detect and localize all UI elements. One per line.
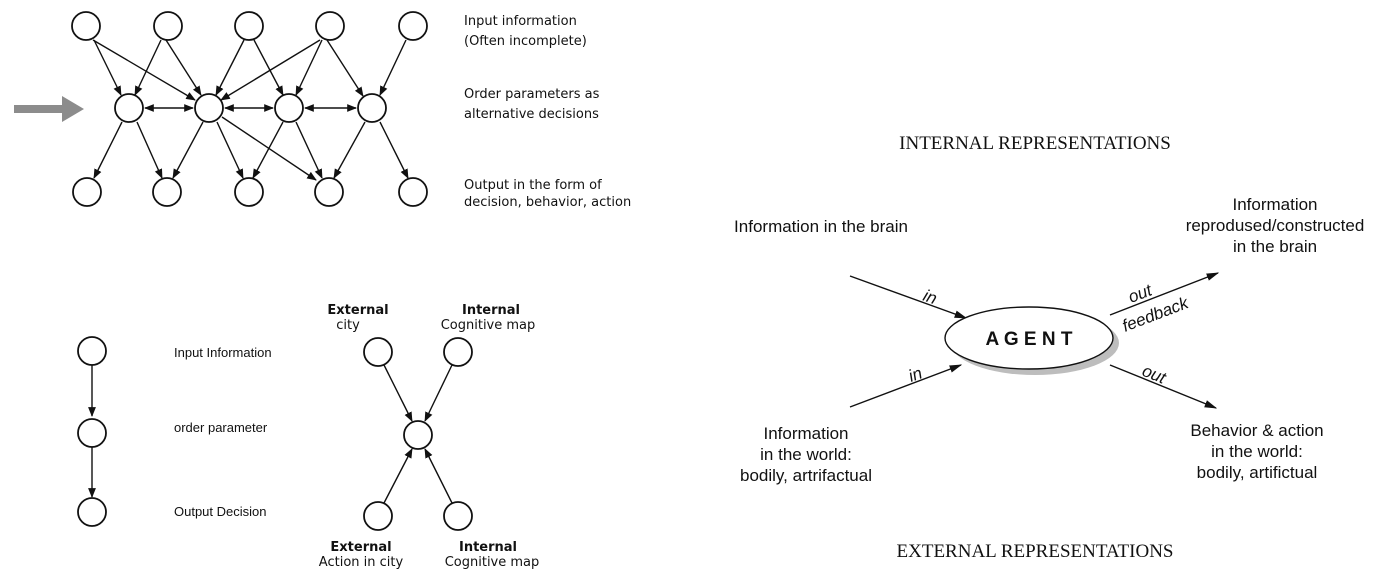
order-node xyxy=(274,93,304,123)
chain-input-node xyxy=(77,336,107,366)
behavior-line3: bodily, artifictual xyxy=(1197,463,1318,482)
agent-ellipse xyxy=(944,306,1114,370)
internal-representations-title: INTERNAL REPRESENTATIONS xyxy=(899,133,1171,154)
chain-input-label: Input Information xyxy=(174,345,272,360)
agent-diagram: INTERNAL REPRESENTATIONS EXTERNAL REPRES… xyxy=(734,133,1364,562)
input-node xyxy=(71,11,101,41)
input-node xyxy=(315,11,345,41)
constructed-line2: reprodused/constructed xyxy=(1186,216,1365,235)
out-top-label: out xyxy=(1126,280,1156,307)
output-node xyxy=(314,177,344,207)
external-city-node xyxy=(363,337,393,367)
city-cognitive-map-cross: External city Internal Cognitive map Ext… xyxy=(319,303,539,570)
top-right-title: Internal xyxy=(462,303,520,318)
constructed-line1: Information xyxy=(1232,195,1317,214)
world-line1: Information xyxy=(763,424,848,443)
order-node xyxy=(357,93,387,123)
output-node xyxy=(72,177,102,207)
center-node xyxy=(403,420,433,450)
input-pointer-arrow xyxy=(14,96,84,122)
constructed-line3: in the brain xyxy=(1233,237,1317,256)
world-line2: in the world: xyxy=(760,445,852,464)
input-node xyxy=(153,11,183,41)
input-node xyxy=(398,11,428,41)
network-edges xyxy=(92,39,409,181)
behavior-line1: Behavior & action xyxy=(1190,421,1323,440)
in-top-label: in xyxy=(921,286,940,308)
world-line3: bodily, artrifactual xyxy=(740,466,872,485)
order-label-line1: Order parameters as xyxy=(464,87,600,102)
bottom-left-title: External xyxy=(330,540,391,555)
output-label-line2: decision, behavior, action xyxy=(464,195,631,210)
chain-output-node xyxy=(77,497,107,527)
output-node xyxy=(234,177,264,207)
external-representations-title: EXTERNAL REPRESENTATIONS xyxy=(897,541,1174,562)
chain-output-label: Output Decision xyxy=(174,504,267,519)
agent-label: A G E N T xyxy=(986,329,1073,350)
bottom-left-sub: Action in city xyxy=(319,555,404,570)
behavior-line2: in the world: xyxy=(1211,442,1303,461)
output-node xyxy=(398,177,428,207)
internal-map-node xyxy=(443,337,473,367)
input-label-line2: (Often incomplete) xyxy=(464,34,587,49)
bottom-right-title: Internal xyxy=(459,540,517,555)
order-node xyxy=(114,93,144,123)
input-label-line1: Input information xyxy=(464,14,577,29)
brain-info-label: Information in the brain xyxy=(734,217,908,236)
top-left-title: External xyxy=(327,303,388,318)
decision-network: Input information (Often incomplete) Ord… xyxy=(14,11,631,210)
out-bottom-label: out xyxy=(1140,361,1170,388)
in-bottom-label: in xyxy=(906,363,925,385)
chain-order-label: order parameter xyxy=(174,420,268,435)
order-label-line2: alternative decisions xyxy=(464,107,599,122)
input-node xyxy=(234,11,264,41)
top-left-sub: city xyxy=(336,318,360,333)
network-nodes xyxy=(71,11,428,207)
output-node xyxy=(152,177,182,207)
internal-map-output-node xyxy=(443,501,473,531)
network-labels: Input information (Often incomplete) Ord… xyxy=(464,14,631,210)
order-node xyxy=(194,93,224,123)
decision-chain: Input Information order parameter Output… xyxy=(77,336,272,527)
output-label-line1: Output in the form of xyxy=(464,178,602,193)
external-action-node xyxy=(363,501,393,531)
chain-order-node xyxy=(77,418,107,448)
top-right-sub: Cognitive map xyxy=(441,318,536,333)
bottom-right-sub: Cognitive map xyxy=(445,555,540,570)
